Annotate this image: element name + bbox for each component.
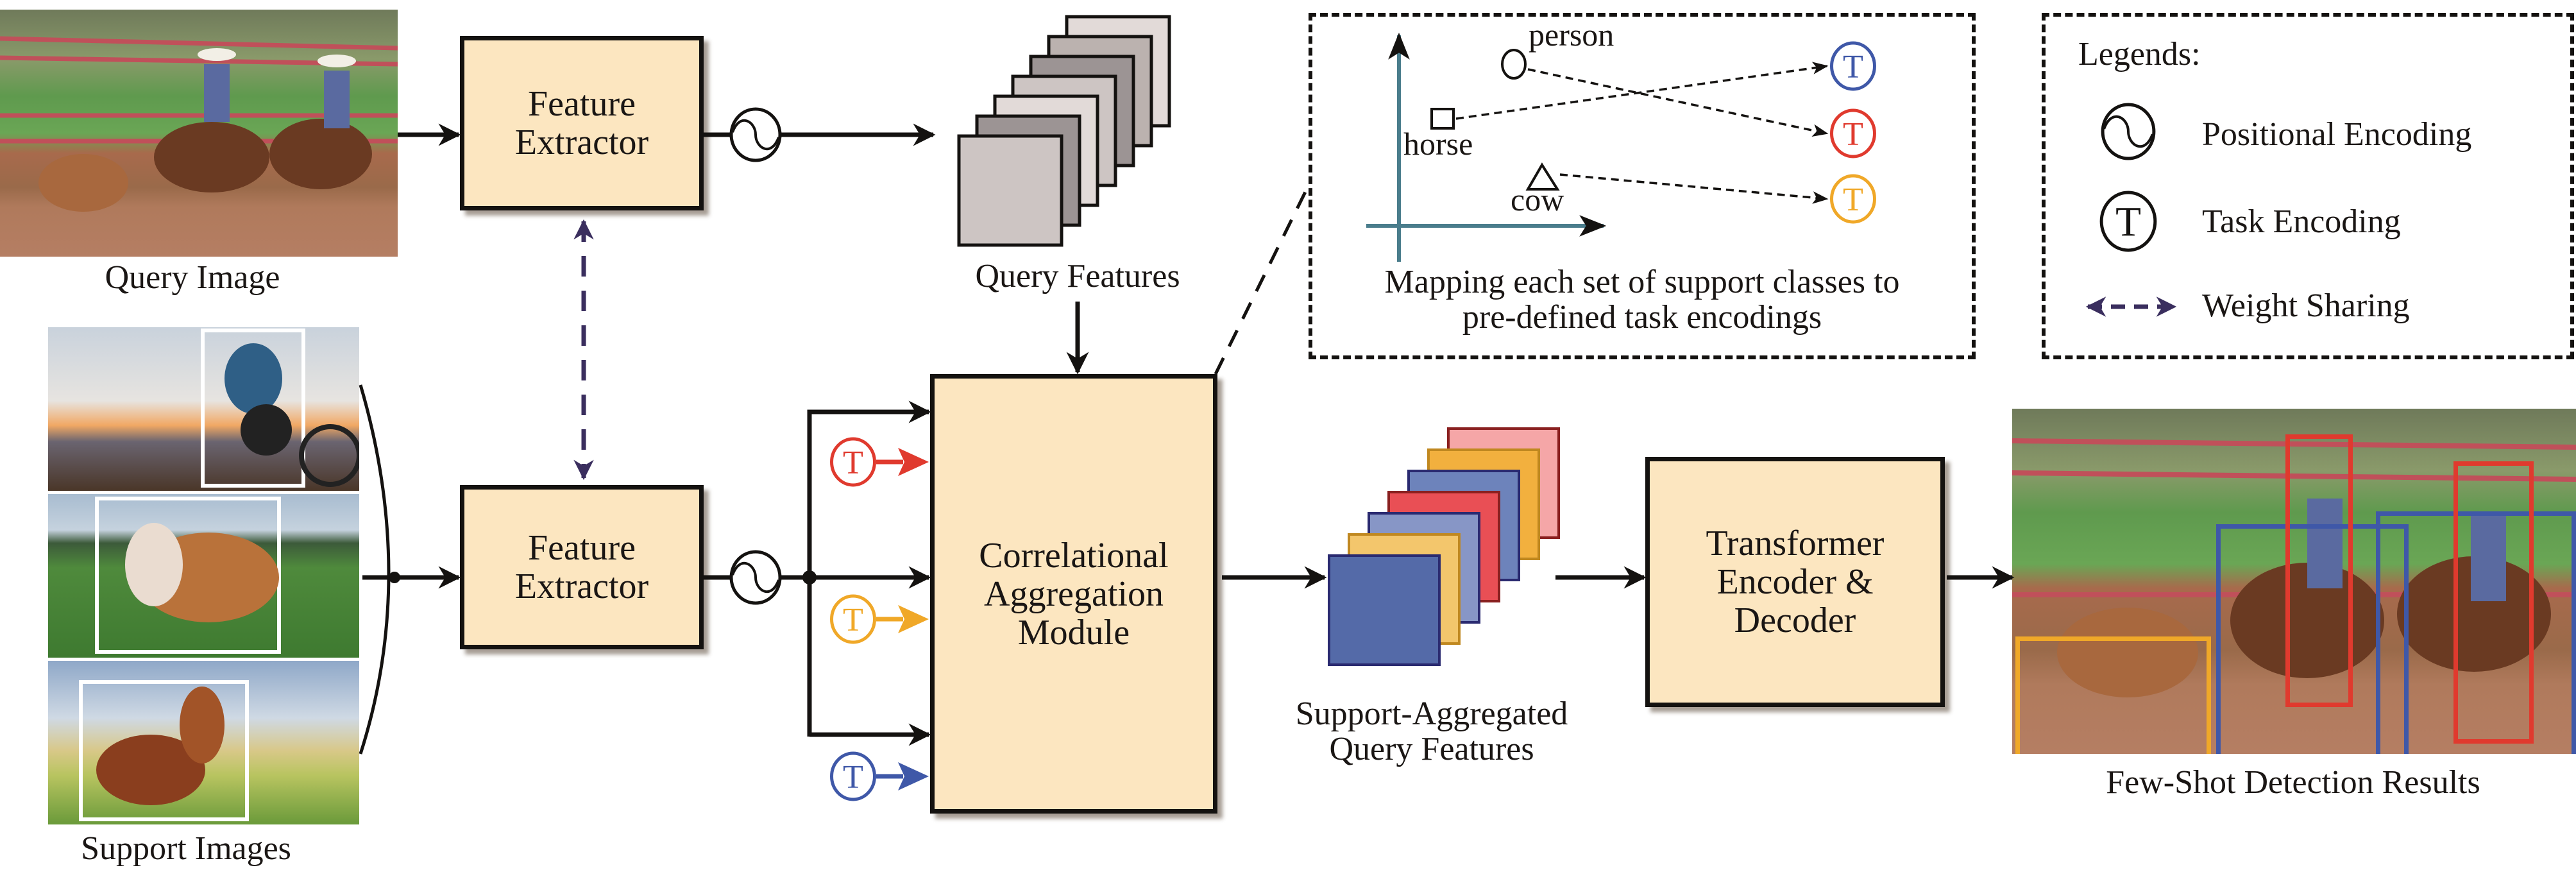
results-label: Few-Shot Detection Results	[2106, 764, 2480, 801]
result-image	[2012, 409, 2576, 754]
aggregated-feature-map	[1328, 554, 1441, 666]
legend-task-encoding-icon: T	[2099, 191, 2157, 252]
task-encoding-icon: T	[830, 751, 929, 801]
svg-text:T: T	[843, 444, 863, 481]
legend-label-task: Task Encoding	[2202, 203, 2401, 240]
task-encoding-icon: T	[830, 594, 929, 644]
mapping-arrow-horse	[1455, 62, 1829, 120]
support-bracket	[359, 384, 391, 755]
detection-box-horse-1	[2216, 524, 2409, 754]
legend-label-weight: Weight Sharing	[2202, 287, 2410, 324]
query-image-label: Query Image	[105, 259, 280, 296]
task-encoding-icon: T	[830, 437, 929, 487]
support-aggregated-label-1: Support-Aggregated	[1295, 696, 1568, 732]
legend-title: Legends:	[2078, 36, 2201, 73]
mapping-cow-marker	[1525, 162, 1560, 191]
mapping-arrow-cow	[1559, 173, 1829, 204]
svg-text:T: T	[843, 601, 863, 638]
svg-text:T: T	[1843, 48, 1863, 85]
legend-panel	[2042, 13, 2574, 359]
support-image-horse	[48, 661, 359, 824]
query-feature-map	[957, 134, 1063, 247]
support-aggregated-label-2: Query Features	[1329, 731, 1534, 767]
mapping-caption-1: Mapping each set of support classes to	[1384, 264, 1900, 300]
mapping-class-person: person	[1529, 17, 1614, 53]
detection-box-person-1	[2285, 434, 2353, 707]
support-image-person	[48, 327, 359, 491]
mapping-task-encoding-icon: T	[1830, 174, 1876, 224]
support-box-person	[201, 329, 305, 488]
mapping-class-horse: horse	[1403, 126, 1473, 162]
mapping-caption-2: pre-defined task encodings	[1462, 299, 1822, 336]
support-box-cow	[95, 497, 281, 654]
positional-encoding-icon	[729, 550, 782, 605]
query-features-label: Query Features	[975, 258, 1180, 294]
svg-text:T: T	[1843, 181, 1863, 218]
support-box-horse	[79, 680, 249, 821]
svg-text:T: T	[1843, 115, 1863, 153]
mapping-horse-marker	[1430, 108, 1455, 130]
detection-box-horse-2	[2376, 511, 2576, 754]
mapping-panel	[1309, 13, 1976, 359]
svg-text:T: T	[2115, 200, 2141, 246]
mapping-task-encoding-icon: T	[1830, 108, 1876, 158]
detection-box-cow	[2015, 636, 2211, 754]
positional-encoding-icon	[729, 107, 782, 162]
query-image	[0, 10, 398, 257]
result-scene	[2012, 438, 2576, 697]
detection-box-person-2	[2453, 461, 2534, 744]
mapping-person-marker	[1501, 49, 1527, 80]
support-images-label: Support Images	[81, 830, 291, 867]
svg-text:T: T	[843, 758, 863, 796]
mapping-task-encoding-icon: T	[1830, 41, 1876, 91]
query-scene	[0, 36, 398, 212]
support-image-cow	[48, 494, 359, 658]
branch-lines	[807, 400, 931, 737]
legend-label-positional: Positional Encoding	[2202, 116, 2472, 153]
mapping-callout-line	[1214, 182, 1312, 375]
legend-positional-encoding-icon	[2101, 103, 2156, 160]
